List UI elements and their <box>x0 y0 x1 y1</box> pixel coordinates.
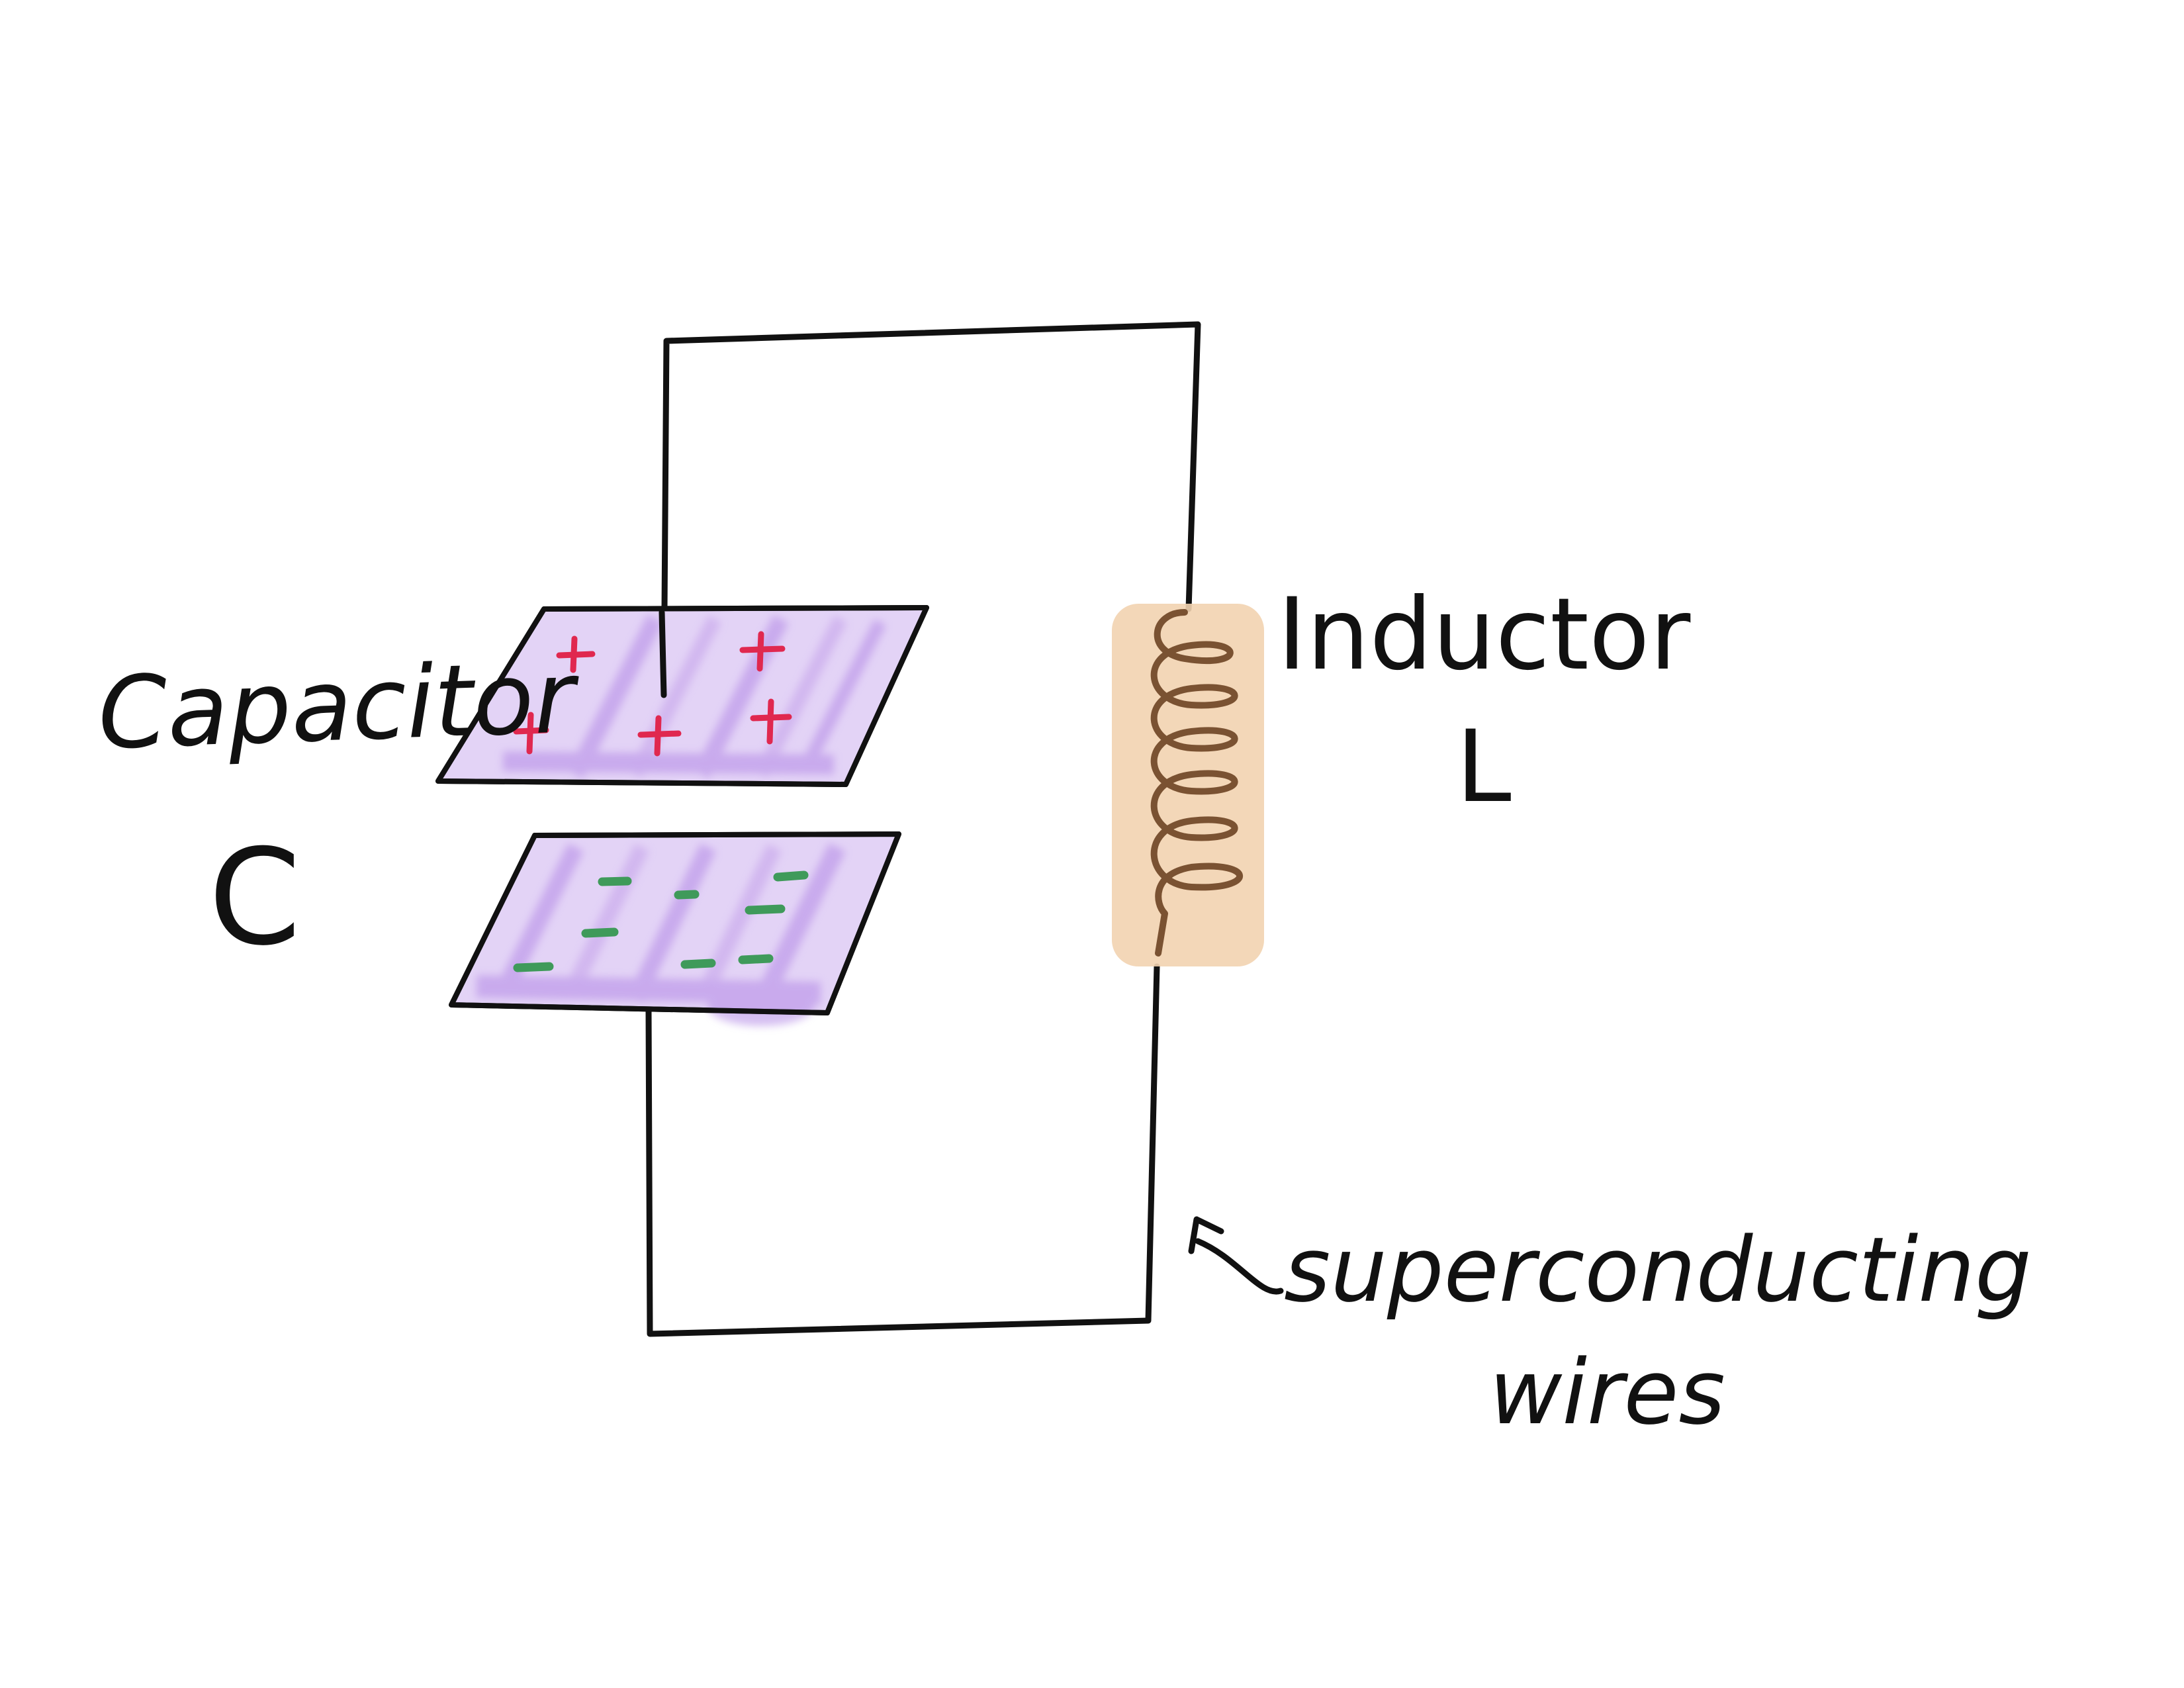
top-plate-lead <box>659 609 667 698</box>
minus-sign <box>598 876 632 886</box>
inductor-coil <box>1150 609 1243 957</box>
minus-sign <box>680 959 716 969</box>
minus-sign <box>581 927 619 938</box>
capacitor-label-group: Capacitor C <box>96 640 582 975</box>
wire-top <box>660 321 1201 702</box>
inductor <box>1112 604 1264 966</box>
circuit-wires <box>645 321 1201 1337</box>
minus-sign <box>513 962 554 972</box>
capacitor-top-plate <box>435 605 929 787</box>
capacitor-symbol: C <box>208 821 301 975</box>
plus-sign <box>750 698 792 745</box>
wires-label-line1: superconducting <box>1284 1218 2032 1322</box>
capacitor-bottom-plate <box>449 831 901 1026</box>
positive-charges <box>513 631 792 757</box>
minus-sign <box>674 890 700 900</box>
wires-label-group: superconducting wires <box>1188 1216 2032 1444</box>
minus-sign <box>745 904 786 915</box>
bottom-plate-shading <box>476 843 846 1026</box>
wire-bottom <box>645 963 1160 1337</box>
plus-sign <box>556 635 596 673</box>
minus-sign <box>773 870 809 882</box>
plus-sign <box>513 712 549 755</box>
plus-sign <box>637 715 682 757</box>
pointer-arrow-icon <box>1188 1216 1284 1295</box>
inductor-symbol: L <box>1456 710 1512 825</box>
negative-charges <box>513 870 809 972</box>
inductor-label: Inductor <box>1277 577 1691 692</box>
capacitor-label: Capacitor <box>96 640 582 772</box>
inductor-highlight <box>1112 604 1264 966</box>
minus-sign <box>738 954 774 964</box>
wires-label-line2: wires <box>1489 1340 1725 1444</box>
top-plate-shading <box>502 615 886 778</box>
inductor-label-group: Inductor L <box>1277 577 1691 825</box>
plus-sign <box>739 631 786 672</box>
